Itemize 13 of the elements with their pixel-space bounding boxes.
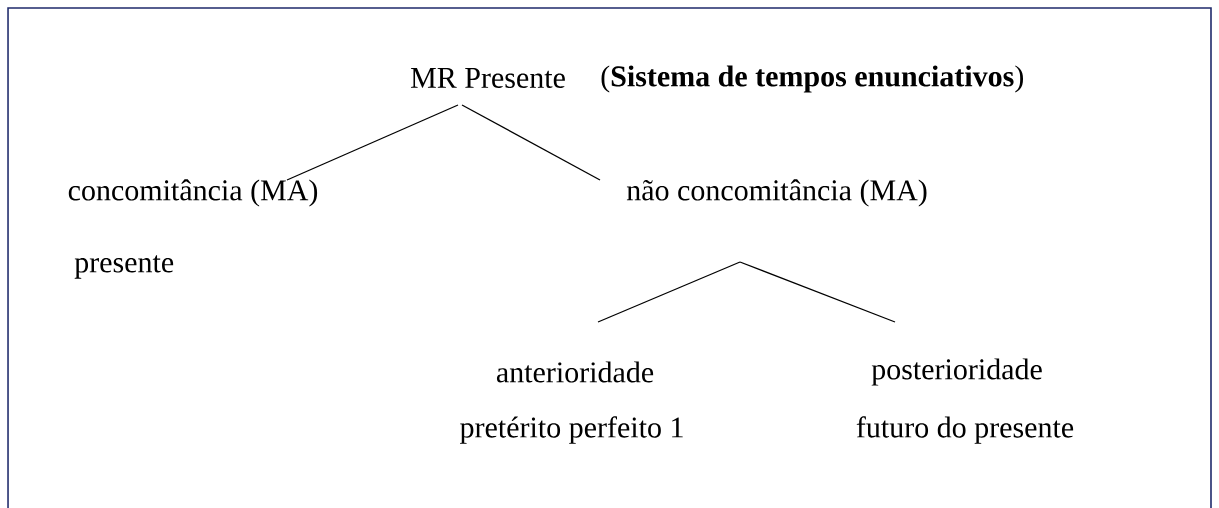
tree-branch: [461, 104, 601, 181]
tree-label: futuro do presente: [856, 416, 1074, 444]
tree-branch: [286, 104, 459, 181]
tree-label: concomitância (MA): [68, 179, 318, 207]
tree-label: presente: [74, 255, 174, 279]
tree-label: MR Presente: [410, 68, 565, 88]
tree-label: anterioridade: [496, 361, 654, 383]
tree-label: não concomitância (MA): [626, 179, 927, 207]
tree-branch: [739, 261, 896, 323]
tree-label: pretérito perfeito 1: [460, 416, 683, 444]
tree-branch: [597, 261, 741, 323]
tree-label: posterioridade: [871, 358, 1042, 386]
heading-note: (Sistema de tempos enunciativos): [601, 65, 1023, 93]
